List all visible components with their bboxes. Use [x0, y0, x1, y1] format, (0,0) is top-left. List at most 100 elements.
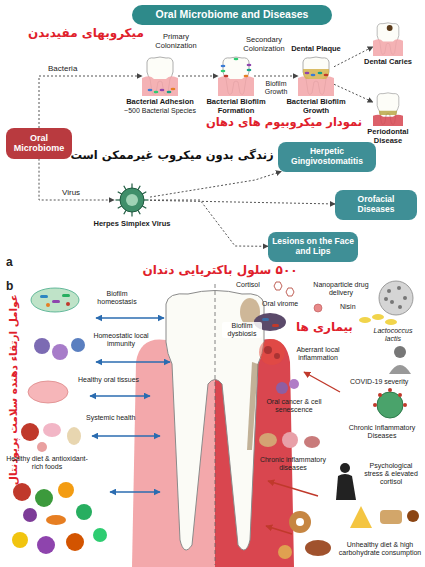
nanoparticle-icon	[379, 281, 413, 315]
tooth-drawing	[373, 92, 403, 126]
biofilm-icon	[52, 300, 60, 303]
junk-food	[350, 506, 372, 528]
stress-figure	[336, 474, 356, 500]
node-caption: Herpes Simplex Virus	[87, 220, 177, 229]
harm-arrow	[268, 481, 318, 496]
source-box: Oral Microbiome	[6, 128, 72, 159]
virus-core	[126, 194, 138, 206]
healthy-food	[35, 489, 53, 507]
benefit-arrow	[96, 317, 164, 318]
healthy-food	[58, 482, 74, 498]
stage-label: Secondary Colonization	[238, 36, 290, 53]
tooth-drawing	[218, 56, 254, 96]
chronic-organs	[304, 436, 320, 448]
chronic-organs	[282, 432, 298, 448]
divider-line	[215, 284, 216, 565]
covid-virus	[373, 403, 377, 407]
persian-note: میکروبهای مفیدبدن	[28, 27, 144, 41]
gum	[373, 39, 403, 56]
tooth-stage: Dental PlaqueBacterial Biofilm Growth	[298, 56, 334, 96]
bacteria-dot	[247, 69, 252, 72]
healthy-food	[37, 536, 55, 554]
lactococcus-icon	[359, 314, 397, 325]
nanoparticle-icon	[390, 300, 394, 304]
disease-factor: Oral virome	[262, 300, 298, 308]
nanoparticle-icon	[397, 286, 401, 290]
bacteria-dot	[154, 91, 159, 94]
harm-arrow	[266, 526, 292, 534]
biofilm-icon	[31, 288, 79, 312]
cancer-cells	[276, 382, 288, 394]
bacteria-dot	[160, 89, 165, 92]
health-factor: Healthy oral tissues	[78, 376, 139, 384]
immune-cells	[71, 338, 85, 352]
bacteria-dot	[244, 75, 249, 78]
tooth-drawing	[298, 56, 334, 96]
chronic-organs	[259, 432, 320, 448]
junk-food	[289, 511, 311, 533]
node-caption: Dental Caries	[363, 58, 413, 67]
disease-factor: Unhealthy diet & high carbohydrate consu…	[338, 541, 422, 557]
virus-capsid	[120, 188, 144, 212]
dysbiotic-biofilm	[262, 318, 269, 321]
bacteria-dot	[247, 64, 252, 67]
tooth-stage: Bacterial Biofilm Formation	[218, 56, 254, 96]
dotted-arrow	[150, 172, 281, 198]
bacteria-dot	[234, 58, 239, 61]
dotted-arrow	[254, 76, 298, 77]
gum	[373, 115, 403, 126]
nanoparticle-icon	[387, 289, 391, 293]
biofilm-icon	[40, 295, 48, 298]
junk-food	[296, 518, 304, 526]
inflammation-glow	[259, 339, 285, 365]
stress-figure	[340, 463, 350, 473]
tooth-stage: Bacterial Adhesion~500 Bacterial Species	[142, 56, 178, 96]
node-caption: Bacterial Biofilm Growth	[283, 98, 349, 115]
immune-cells	[34, 338, 85, 360]
persian-side-note: عوامل ارتقاء دهنده سلامت پریودنتال	[7, 294, 19, 464]
disease-factor: COVID-19 severity	[350, 378, 408, 386]
dotted-arrow	[150, 200, 335, 204]
organ-icons	[21, 423, 81, 452]
virus-drawing	[114, 182, 150, 218]
benefit-arrow	[92, 435, 160, 436]
healthy-food	[76, 504, 92, 520]
inflammation-glow	[264, 346, 272, 354]
cortisol-molecule	[274, 282, 294, 296]
box-text: Lesions on the Face and Lips	[272, 237, 354, 257]
gum	[298, 76, 334, 96]
virus-icon: Herpes Simplex Virus	[114, 182, 150, 218]
tooth-drawing	[373, 22, 403, 56]
biofilm-icon	[46, 303, 50, 307]
immune-cells	[52, 344, 68, 360]
healthy-food	[13, 483, 31, 501]
cortisol-molecule	[274, 282, 282, 290]
persian-note: ۵۰۰ سلول باکتریایی دندان	[120, 264, 320, 278]
disease-factor: Cortisol	[236, 281, 260, 289]
covid-virus	[403, 403, 407, 407]
nanoparticle-icon	[398, 305, 402, 309]
cortisol-molecule	[286, 288, 294, 296]
lactococcus-icon	[359, 317, 371, 323]
junk-food	[380, 510, 402, 524]
therapy-label: Nisin	[340, 303, 356, 311]
plaque	[303, 69, 329, 79]
tooth-outcome: Dental Caries	[373, 22, 403, 56]
disease-factor: Chronic Inflammatory Diseases	[345, 424, 419, 440]
benefit-arrow	[90, 318, 170, 492]
disease-box: Herpetic Gingivostomatitis	[278, 142, 376, 172]
health-factor: Healthy diet & antioxidant-rich foods	[4, 455, 90, 471]
healthy-food	[66, 533, 84, 551]
tooth-outcome: Periodontal Disease	[373, 92, 403, 126]
gum	[142, 76, 178, 96]
divider-line	[215, 284, 216, 565]
tissue-icon	[28, 381, 68, 403]
persian-note: بیماری ها	[296, 321, 353, 335]
patient-icon	[389, 346, 411, 374]
health-factor: Biofilm homeostasis	[86, 290, 148, 306]
nanoparticle-icon	[384, 297, 388, 301]
cancer-cells	[289, 379, 299, 389]
box-text: Herpetic Gingivostomatitis	[282, 147, 372, 167]
patient-icon	[389, 365, 411, 374]
